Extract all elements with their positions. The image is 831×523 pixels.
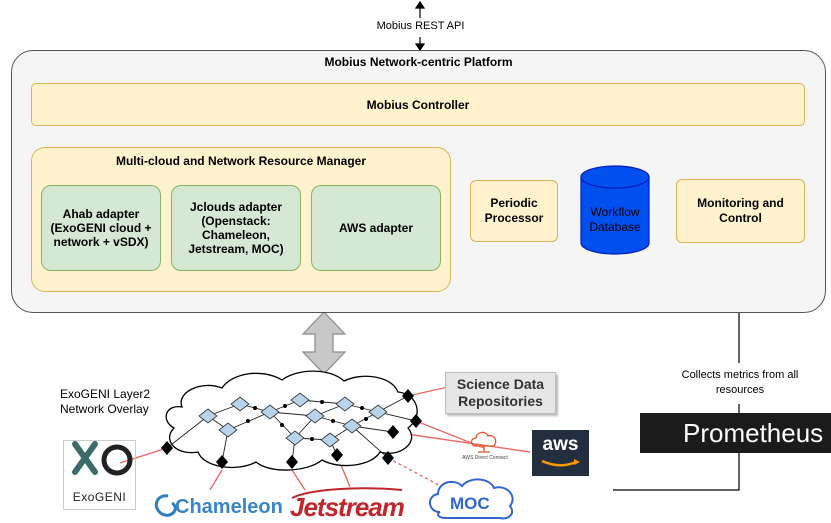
prometheus-logo-text: Prometheus <box>683 418 824 448</box>
jetstream-logo-text: Jetstream <box>290 492 405 522</box>
edge-connectors <box>161 389 422 469</box>
metrics-label: Collects metrics from all resources <box>681 369 799 396</box>
rest-api-arrows <box>414 0 426 52</box>
prometheus-link <box>613 313 740 491</box>
exogeni-mark-icon <box>72 441 133 476</box>
overlay-label: ExoGENI Layer2 Network Overlay <box>60 387 151 416</box>
jclouds-adapter: Jclouds adapter (Openstack: Chameleon, J… <box>171 185 301 271</box>
double-arrow-icon <box>301 311 347 375</box>
aws-logo <box>532 430 589 476</box>
chameleon-logo-text: Chameleon <box>175 496 283 518</box>
overlay-dots <box>246 400 368 441</box>
science-data-repositories: Science Data Repositories <box>445 372 556 414</box>
exogeni-logo-text: ExoGENI <box>72 490 127 504</box>
aws-direct-connect-icon <box>470 431 497 453</box>
chameleon-swirl-icon <box>154 494 177 517</box>
prometheus-logo <box>640 413 831 453</box>
resource-manager-title: Multi-cloud and Network Resource Manager <box>115 154 367 168</box>
aws-logo-text: aws <box>542 434 579 455</box>
exogeni-logo <box>63 440 136 510</box>
platform-title: Mobius Network-centric Platform <box>324 55 513 69</box>
rest-api-label: Mobius REST API <box>376 20 465 32</box>
jetstream-swoosh-icon <box>291 487 403 499</box>
network-cloud <box>165 370 418 471</box>
ahab-adapter: Ahab adapter (ExoGENI cloud + network + … <box>41 185 161 271</box>
database-icon <box>580 165 650 255</box>
workflow-database: Workflow Database <box>589 205 641 234</box>
aws-direct-connect-text: AWS Direct Connect <box>462 455 508 461</box>
overlay-switches <box>198 392 388 448</box>
aws-smile-icon <box>541 459 580 467</box>
moc-logo-text: MOC <box>450 494 490 513</box>
moc-cloud-icon <box>429 478 514 520</box>
aws-adapter: AWS adapter <box>311 185 441 271</box>
periodic-processor: Periodic Processor <box>470 180 558 242</box>
monitoring-control: Monitoring and Control <box>676 179 805 243</box>
mobius-controller: Mobius Controller <box>31 83 805 126</box>
